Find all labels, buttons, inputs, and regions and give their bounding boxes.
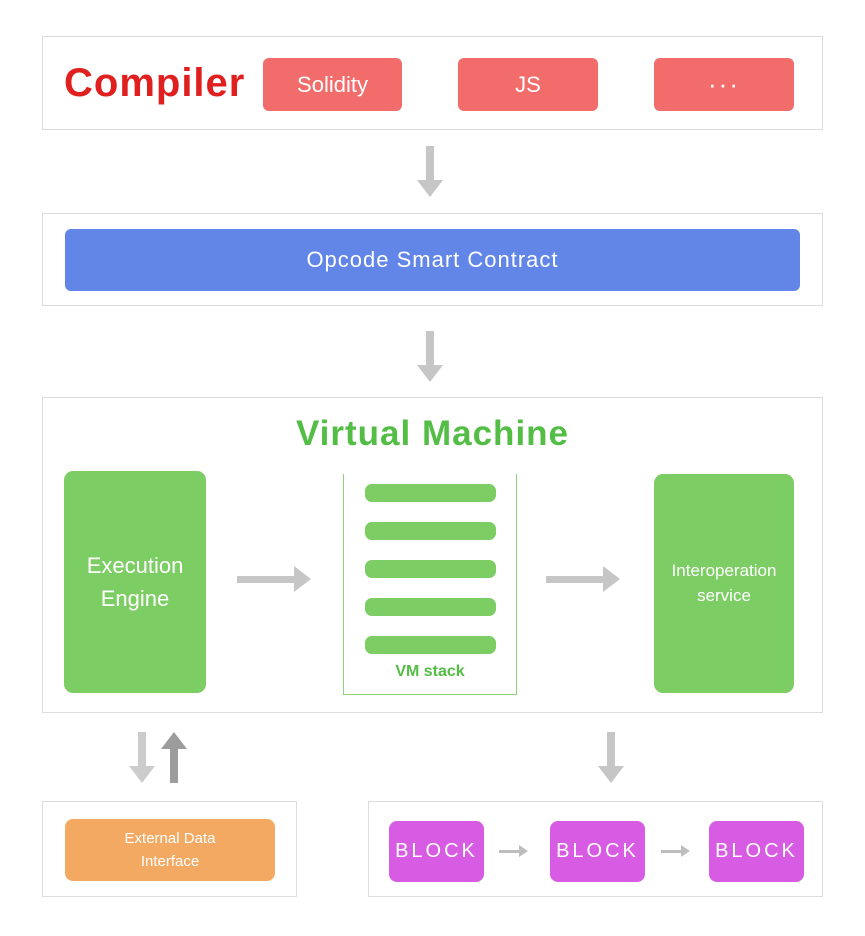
execution-engine-line2: Engine xyxy=(100,586,170,611)
vm-stack-label: VM stack xyxy=(395,663,465,680)
arrow-stem xyxy=(499,849,519,853)
compiler-title: Compiler xyxy=(64,60,246,105)
block-label: BLOCK xyxy=(715,840,798,862)
vm-stack-bar xyxy=(365,522,496,540)
arrow-down-icon xyxy=(417,331,443,382)
arrow-stem xyxy=(138,732,146,766)
block-chip[interactable]: BLOCK xyxy=(709,821,804,882)
solidity-button[interactable]: Solidity xyxy=(263,58,402,111)
arrow-right-icon xyxy=(661,845,690,857)
arrow-right-icon xyxy=(499,845,528,857)
arrow-head xyxy=(681,845,690,857)
interoperation-line2: service xyxy=(697,585,751,605)
virtual-machine-title: Virtual Machine xyxy=(295,414,570,453)
solidity-label: Solidity xyxy=(297,71,368,97)
arrow-head xyxy=(161,732,187,749)
arrow-stem xyxy=(426,331,434,365)
arrow-down-icon xyxy=(417,146,443,197)
arrow-stem xyxy=(607,732,615,766)
execution-engine-line1: Execution xyxy=(86,553,184,578)
vm-stack-bar xyxy=(365,598,496,616)
arrow-down-icon xyxy=(598,732,624,783)
vm-stack-bar xyxy=(365,560,496,578)
arrow-down-icon xyxy=(129,732,155,783)
vm-stack-container: VM stack xyxy=(343,474,517,695)
external-data-interface-button[interactable]: External Data Interface xyxy=(65,819,275,881)
js-label: JS xyxy=(515,71,541,97)
arrow-head xyxy=(129,766,155,783)
arrow-stem xyxy=(170,749,178,783)
arrow-head xyxy=(603,566,620,592)
arrow-stem xyxy=(661,849,681,853)
arrow-stem xyxy=(546,575,603,583)
external-data-line1: External Data xyxy=(124,829,216,847)
opcode-panel: Opcode Smart Contract xyxy=(42,213,823,306)
arrow-right-icon xyxy=(237,566,311,592)
js-button[interactable]: JS xyxy=(458,58,598,111)
arrow-stem xyxy=(426,146,434,180)
interoperation-service-box[interactable]: Interoperation service xyxy=(654,474,794,693)
execution-engine-box[interactable]: Execution Engine xyxy=(64,471,206,693)
opcode-label: Opcode Smart Contract xyxy=(306,247,559,272)
compiler-panel: Compiler Solidity JS ··· xyxy=(42,36,823,130)
vm-stack-bar xyxy=(365,636,496,654)
vm-stack-bar xyxy=(365,484,496,502)
vm-stack-bars xyxy=(365,484,496,674)
blockchain-panel: BLOCK BLOCK BLOCK xyxy=(368,801,823,897)
external-data-panel: External Data Interface xyxy=(42,801,297,897)
block-label: BLOCK xyxy=(395,840,478,862)
arrow-right-icon xyxy=(546,566,620,592)
arrow-head xyxy=(417,365,443,382)
block-chip[interactable]: BLOCK xyxy=(550,821,645,882)
interoperation-line1: Interoperation xyxy=(671,560,777,580)
block-label: BLOCK xyxy=(556,840,639,862)
block-chip[interactable]: BLOCK xyxy=(389,821,484,882)
more-languages-button[interactable]: ··· xyxy=(654,58,794,111)
ellipsis-icon: ··· xyxy=(708,69,740,99)
arrow-up-icon xyxy=(161,732,187,783)
arrow-stem xyxy=(237,575,294,583)
arrow-head xyxy=(519,845,528,857)
external-data-line2: Interface xyxy=(140,853,200,870)
opcode-smart-contract-button[interactable]: Opcode Smart Contract xyxy=(65,229,800,291)
virtual-machine-panel: Virtual Machine Execution Engine VM stac… xyxy=(42,397,823,713)
arrow-head xyxy=(417,180,443,197)
arrow-head xyxy=(598,766,624,783)
arrow-head xyxy=(294,566,311,592)
